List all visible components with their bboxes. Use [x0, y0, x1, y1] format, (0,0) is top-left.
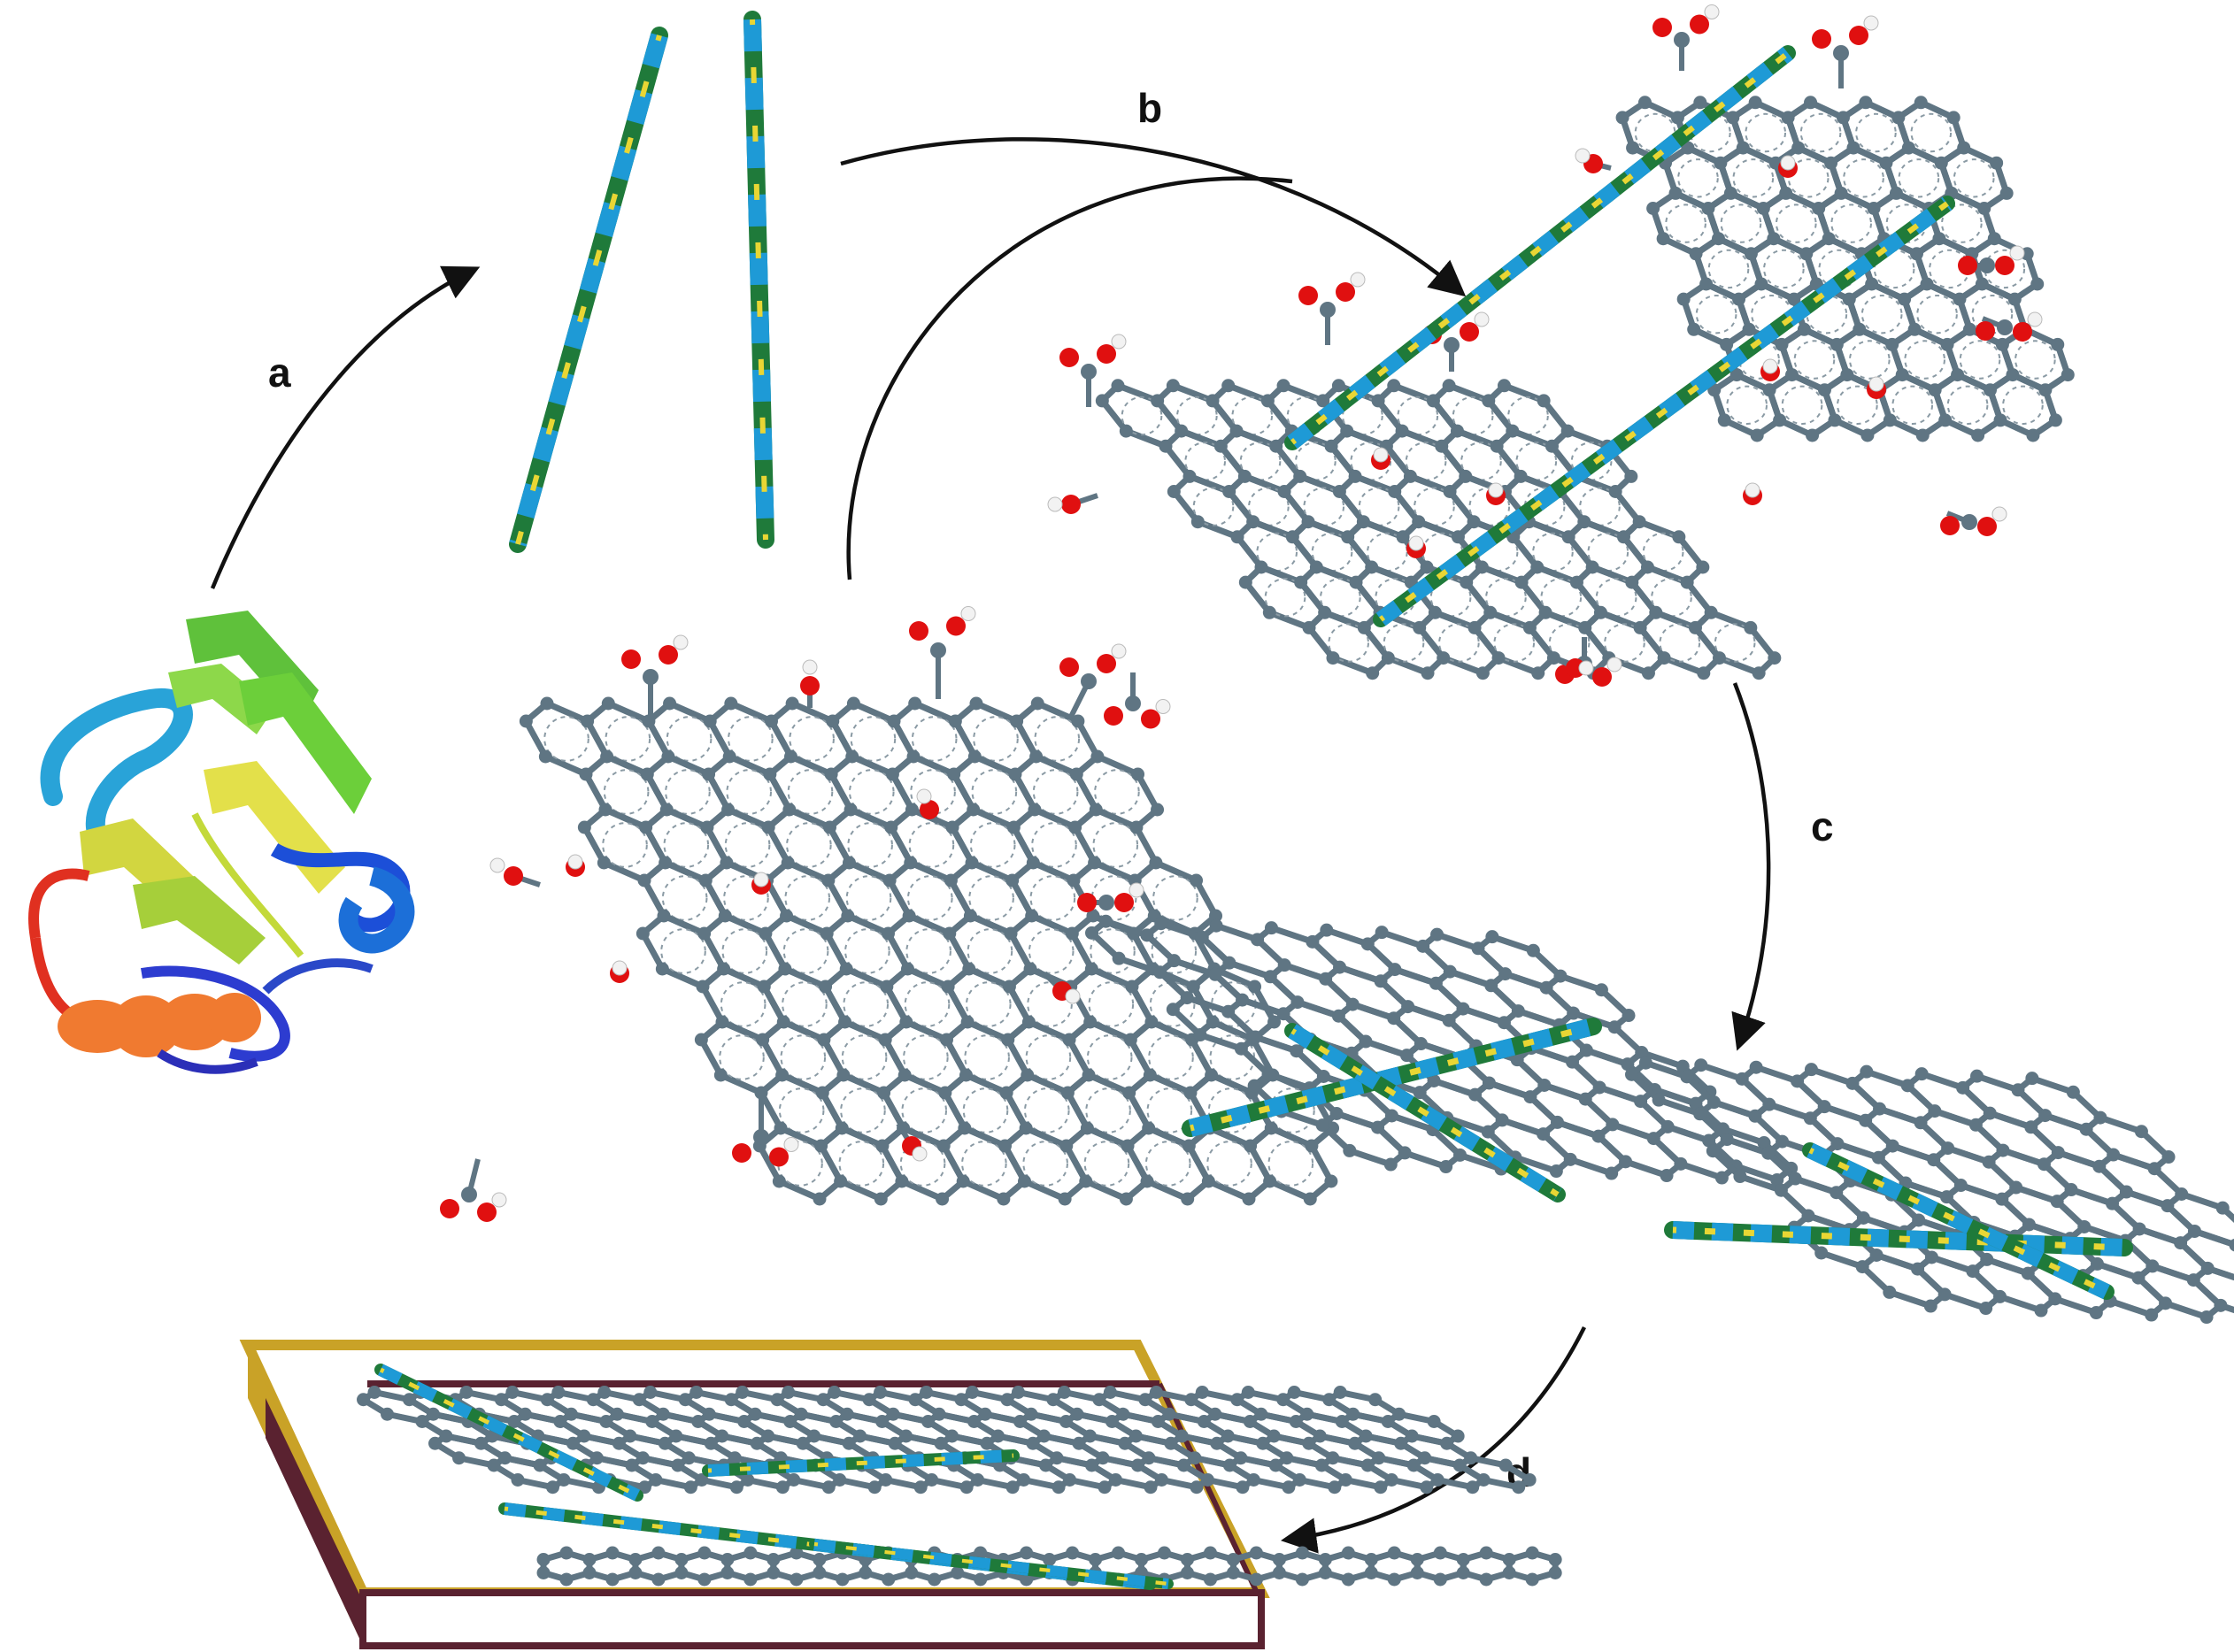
- amyloid-fibril-icon: [1284, 1023, 1566, 1203]
- process-arrows: [210, 137, 1771, 1554]
- amyloid-fibril-icon: [509, 27, 668, 553]
- amyloid-fibril-icon: [1284, 45, 1796, 450]
- graphene-sheet-icon: [1625, 1056, 2234, 1325]
- amyloid-fibril-icon: [702, 1449, 1020, 1477]
- amyloid-fibril-icon: [1802, 1142, 2115, 1300]
- arrow-b2: [846, 176, 1293, 580]
- graphene-sheet-icon: [536, 1546, 1562, 1587]
- protein-ribbon-icon: [28, 611, 415, 1074]
- amyloid-fibril-icon: [809, 1539, 1174, 1589]
- graphene-oxide-sheet-icon: [1575, 4, 2075, 536]
- graphene-oxide-sheet-icon: [440, 606, 1340, 1222]
- arrow-c: [1731, 682, 1771, 1051]
- arrow-b: [840, 137, 1467, 297]
- amyloid-fibril-icon: [374, 1364, 643, 1502]
- amyloid-fibril-icon: [1373, 196, 1955, 627]
- graphene-oxide-sheet-icon: [1047, 272, 1782, 729]
- arrow-a: [210, 265, 481, 589]
- amyloid-fibril-icon: [1182, 1018, 1602, 1137]
- step-label-a: a: [268, 350, 291, 396]
- amyloid-fibril-icon: [1664, 1221, 2133, 1256]
- molecular-structures: [357, 4, 2234, 1590]
- step-label-c: c: [1811, 803, 1834, 849]
- amyloid-fibril-icon: [743, 11, 774, 549]
- step-label-b: b: [1137, 85, 1162, 131]
- arrow-d: [1280, 1325, 1587, 1554]
